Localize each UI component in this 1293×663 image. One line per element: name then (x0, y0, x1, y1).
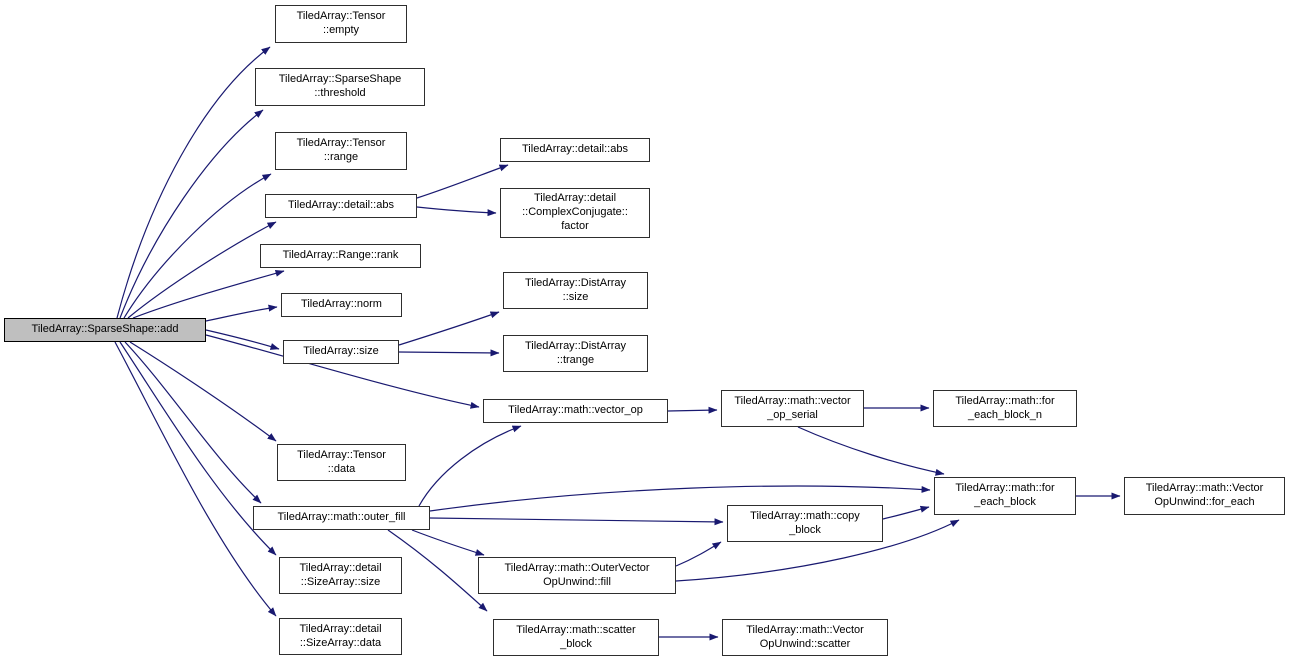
edge-add-range-rank (132, 269, 285, 319)
edge-abs-caller-complexconjugate-factor (416, 206, 497, 217)
node-for-each-block[interactable]: TiledArray::math::for _each_block (934, 477, 1076, 515)
node-distarray-trange[interactable]: TiledArray::DistArray ::trange (503, 335, 648, 372)
node-sizearray-data[interactable]: TiledArray::detail ::SizeArray::data (279, 618, 402, 655)
edge-add-detail-abs-caller (127, 221, 277, 319)
node-size[interactable]: TiledArray::size (283, 340, 399, 364)
node-for-each-block-n[interactable]: TiledArray::math::for _each_block_n (933, 390, 1077, 427)
edge-vector-op-serial-for-each-block (797, 426, 945, 476)
node-copy-block[interactable]: TiledArray::math::copy _block (727, 505, 883, 542)
edge-outer-fill-for-each-block (429, 485, 931, 512)
edge-add-outer-fill (124, 341, 262, 504)
node-vector-op[interactable]: TiledArray::math::vector_op (483, 399, 668, 423)
edge-add-sparseshape-threshold (119, 109, 264, 319)
edge-add-sizearray-size (119, 341, 277, 556)
edge-add-size (205, 329, 280, 350)
node-tensor-range[interactable]: TiledArray::Tensor ::range (275, 132, 407, 170)
node-vectoropunwind-scatter[interactable]: TiledArray::math::Vector OpUnwind::scatt… (722, 619, 888, 656)
edge-outer-fill-scatter-block (387, 529, 488, 612)
edge-add-norm (205, 304, 278, 322)
node-distarray-size[interactable]: TiledArray::DistArray ::size (503, 272, 648, 309)
node-sizearray-size[interactable]: TiledArray::detail ::SizeArray::size (279, 557, 402, 594)
edge-outer-fill-outervectoropunwind-fill (411, 529, 485, 556)
edge-copy-block-for-each-block (882, 505, 930, 520)
node-complexconjugate-factor[interactable]: TiledArray::detail ::ComplexConjugate:: … (500, 188, 650, 238)
edge-outer-fill-copy-block (429, 517, 724, 526)
node-detail-abs-caller[interactable]: TiledArray::detail::abs (265, 194, 417, 218)
edge-vector-op-vector-op-serial (667, 406, 718, 414)
node-sparseshape-threshold[interactable]: TiledArray::SparseShape ::threshold (255, 68, 425, 106)
node-range-rank[interactable]: TiledArray::Range::rank (260, 244, 421, 268)
edge-size-distarray-size (398, 311, 500, 346)
node-tensor-data[interactable]: TiledArray::Tensor ::data (277, 444, 406, 481)
node-scatter-block[interactable]: TiledArray::math::scatter _block (493, 619, 659, 656)
node-norm[interactable]: TiledArray::norm (281, 293, 402, 317)
edge-size-distarray-trange (398, 349, 500, 357)
edge-abs-caller-abs (416, 164, 509, 199)
node-detail-abs[interactable]: TiledArray::detail::abs (500, 138, 650, 162)
node-sparseshape-add: TiledArray::SparseShape::add (4, 318, 206, 342)
edge-add-tensor-empty (116, 46, 271, 319)
edge-add-sizearray-data (114, 341, 277, 617)
node-outervectoropunwind-fill[interactable]: TiledArray::math::OuterVector OpUnwind::… (478, 557, 676, 594)
edge-outervectoropunwind-fill-copy-block (675, 541, 722, 567)
edge-outervectoropunwind-fill-for-each-block (675, 519, 960, 582)
edge-add-tensor-data (129, 341, 277, 442)
node-tensor-empty[interactable]: TiledArray::Tensor ::empty (275, 5, 407, 43)
edge-outer-fill-vector-op (418, 425, 522, 507)
node-vector-op-serial[interactable]: TiledArray::math::vector _op_serial (721, 390, 864, 427)
edge-add-vector-op (205, 334, 480, 409)
edge-add-tensor-range (123, 173, 272, 319)
node-vectoropunwind-for-each[interactable]: TiledArray::math::Vector OpUnwind::for_e… (1124, 477, 1285, 515)
node-outer-fill[interactable]: TiledArray::math::outer_fill (253, 506, 430, 530)
